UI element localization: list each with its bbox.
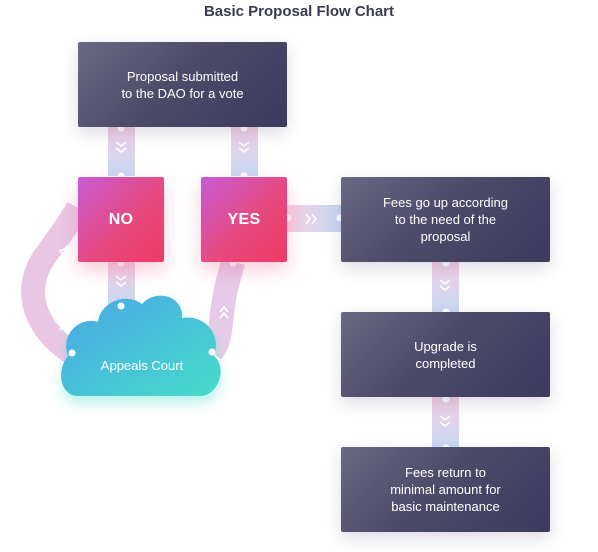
chevron-double-icon	[55, 316, 70, 331]
dot-icon	[208, 348, 216, 356]
decision-yes: YES	[201, 177, 287, 262]
node-appeals-court: Appeals Court	[100, 358, 184, 373]
chevron-double-icon	[439, 279, 451, 292]
node-proposal-submitted: Proposal submitted to the DAO for a vote	[78, 42, 287, 127]
chevron-double-icon	[238, 141, 250, 154]
decision-no: NO	[78, 177, 164, 262]
node-fees-return: Fees return to minimal amount for basic …	[341, 447, 550, 532]
chart-title: Basic Proposal Flow Chart	[203, 3, 395, 20]
chevron-double-icon	[439, 415, 451, 428]
dot-icon	[68, 349, 76, 357]
chevron-double-icon	[219, 305, 229, 319]
node-fees-go-up: Fees go up according to the need of the …	[341, 177, 550, 262]
chevron-double-icon	[305, 213, 318, 225]
connector-fees-up-to-upgrade	[432, 259, 459, 316]
dot-icon	[442, 395, 450, 403]
chevron-double-icon	[115, 141, 127, 154]
connector-proposal-to-yes	[231, 124, 258, 180]
chevron-double-icon	[58, 243, 73, 257]
chevron-double-icon	[115, 275, 127, 288]
connector-upgrade-to-fees-return	[432, 395, 459, 452]
node-upgrade-completed: Upgrade is completed	[341, 312, 550, 397]
cloud-icon	[61, 295, 221, 404]
dot-icon	[117, 302, 125, 310]
connector-yes-to-fees-up	[284, 205, 344, 232]
connector-proposal-to-no	[108, 124, 135, 180]
